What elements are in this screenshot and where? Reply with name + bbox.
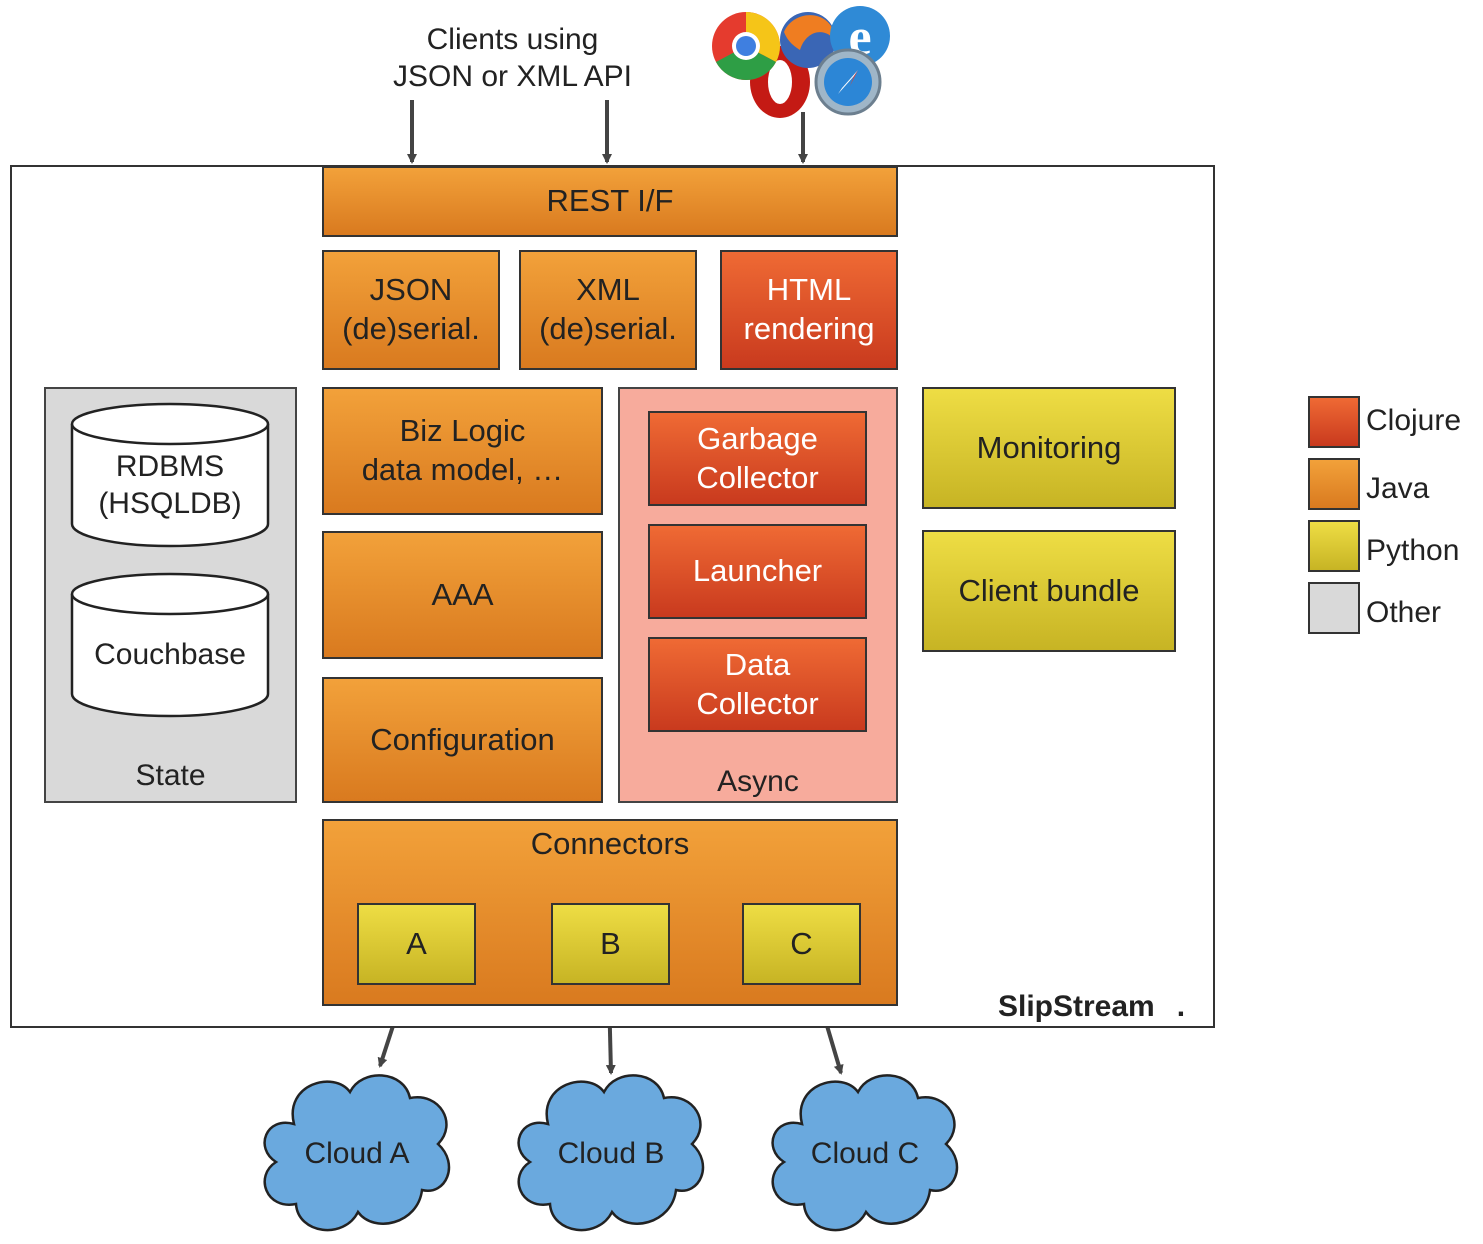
legend-swatch-other (1308, 582, 1360, 634)
aaa: AAA (322, 531, 603, 659)
legend-swatch-clojure (1308, 396, 1360, 448)
configuration: Configuration (322, 677, 603, 803)
connectors-label: Connectors (530, 825, 690, 861)
clients-label: Clients using JSON or XML API (393, 22, 632, 94)
biz-logic: Biz Logic data model, … (322, 387, 603, 515)
legend-label-other: Other (1366, 596, 1442, 629)
system-name-suffix: . (1176, 990, 1186, 1023)
system-name: SlipStream . (998, 988, 1213, 1026)
cloud-a-label: Cloud A (304, 1137, 410, 1171)
connector-b: B (551, 903, 670, 985)
legend-label-java: Java (1366, 472, 1430, 505)
async-label: Async (717, 765, 799, 799)
cloud-b-label: Cloud B (557, 1137, 665, 1171)
legend-label-clojure: Clojure (1366, 404, 1462, 437)
data-collector: Data Collector (648, 637, 867, 732)
legend-swatch-python (1308, 520, 1360, 572)
legend-swatch-java (1308, 458, 1360, 510)
legend: Clojure Java Python Other (1308, 396, 1480, 640)
html-rendering: HTML rendering (720, 250, 898, 370)
cloud-a (254, 1064, 460, 1240)
connector-c: C (742, 903, 861, 985)
rdbms-database-icon (70, 402, 270, 550)
cloud-c-label: Cloud C (810, 1137, 920, 1171)
rdbms-label: RDBMS (HSQLDB) (98, 449, 242, 521)
cloud-a-icon (263, 1074, 451, 1232)
cloud-b (508, 1064, 714, 1240)
json-serializer: JSON (de)serial. (322, 250, 500, 370)
client-bundle: Client bundle (922, 530, 1176, 652)
couchbase-label: Couchbase (94, 638, 246, 672)
couchbase-database-icon (70, 572, 270, 720)
system-name-text: SlipStream (998, 990, 1155, 1023)
web-browsers-icon: e (708, 2, 898, 120)
legend-label-python: Python (1366, 534, 1460, 567)
garbage-collector: Garbage Collector (648, 411, 867, 506)
state-label: State (135, 759, 206, 793)
xml-serializer: XML (de)serial. (519, 250, 697, 370)
connector-a: A (357, 903, 476, 985)
rest-interface: REST I/F (322, 166, 898, 237)
monitoring: Monitoring (922, 387, 1176, 509)
launcher: Launcher (648, 524, 867, 619)
cloud-c (762, 1064, 968, 1240)
cloud-b-icon (517, 1074, 705, 1232)
cloud-c-icon (771, 1074, 959, 1232)
